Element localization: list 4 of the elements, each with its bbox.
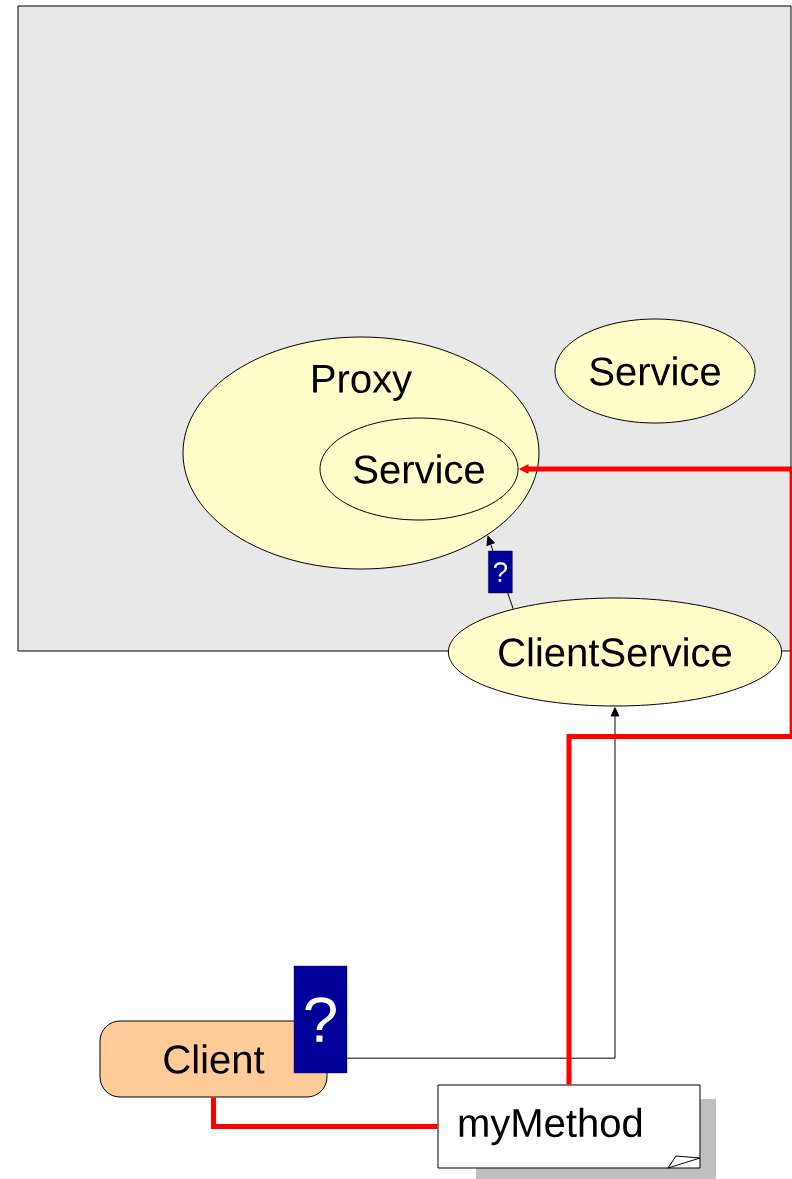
edge-label: ? bbox=[488, 550, 513, 594]
arrow bbox=[346, 707, 620, 1059]
question-box: ? bbox=[293, 965, 348, 1074]
note-box: myMethod bbox=[437, 1084, 716, 1179]
